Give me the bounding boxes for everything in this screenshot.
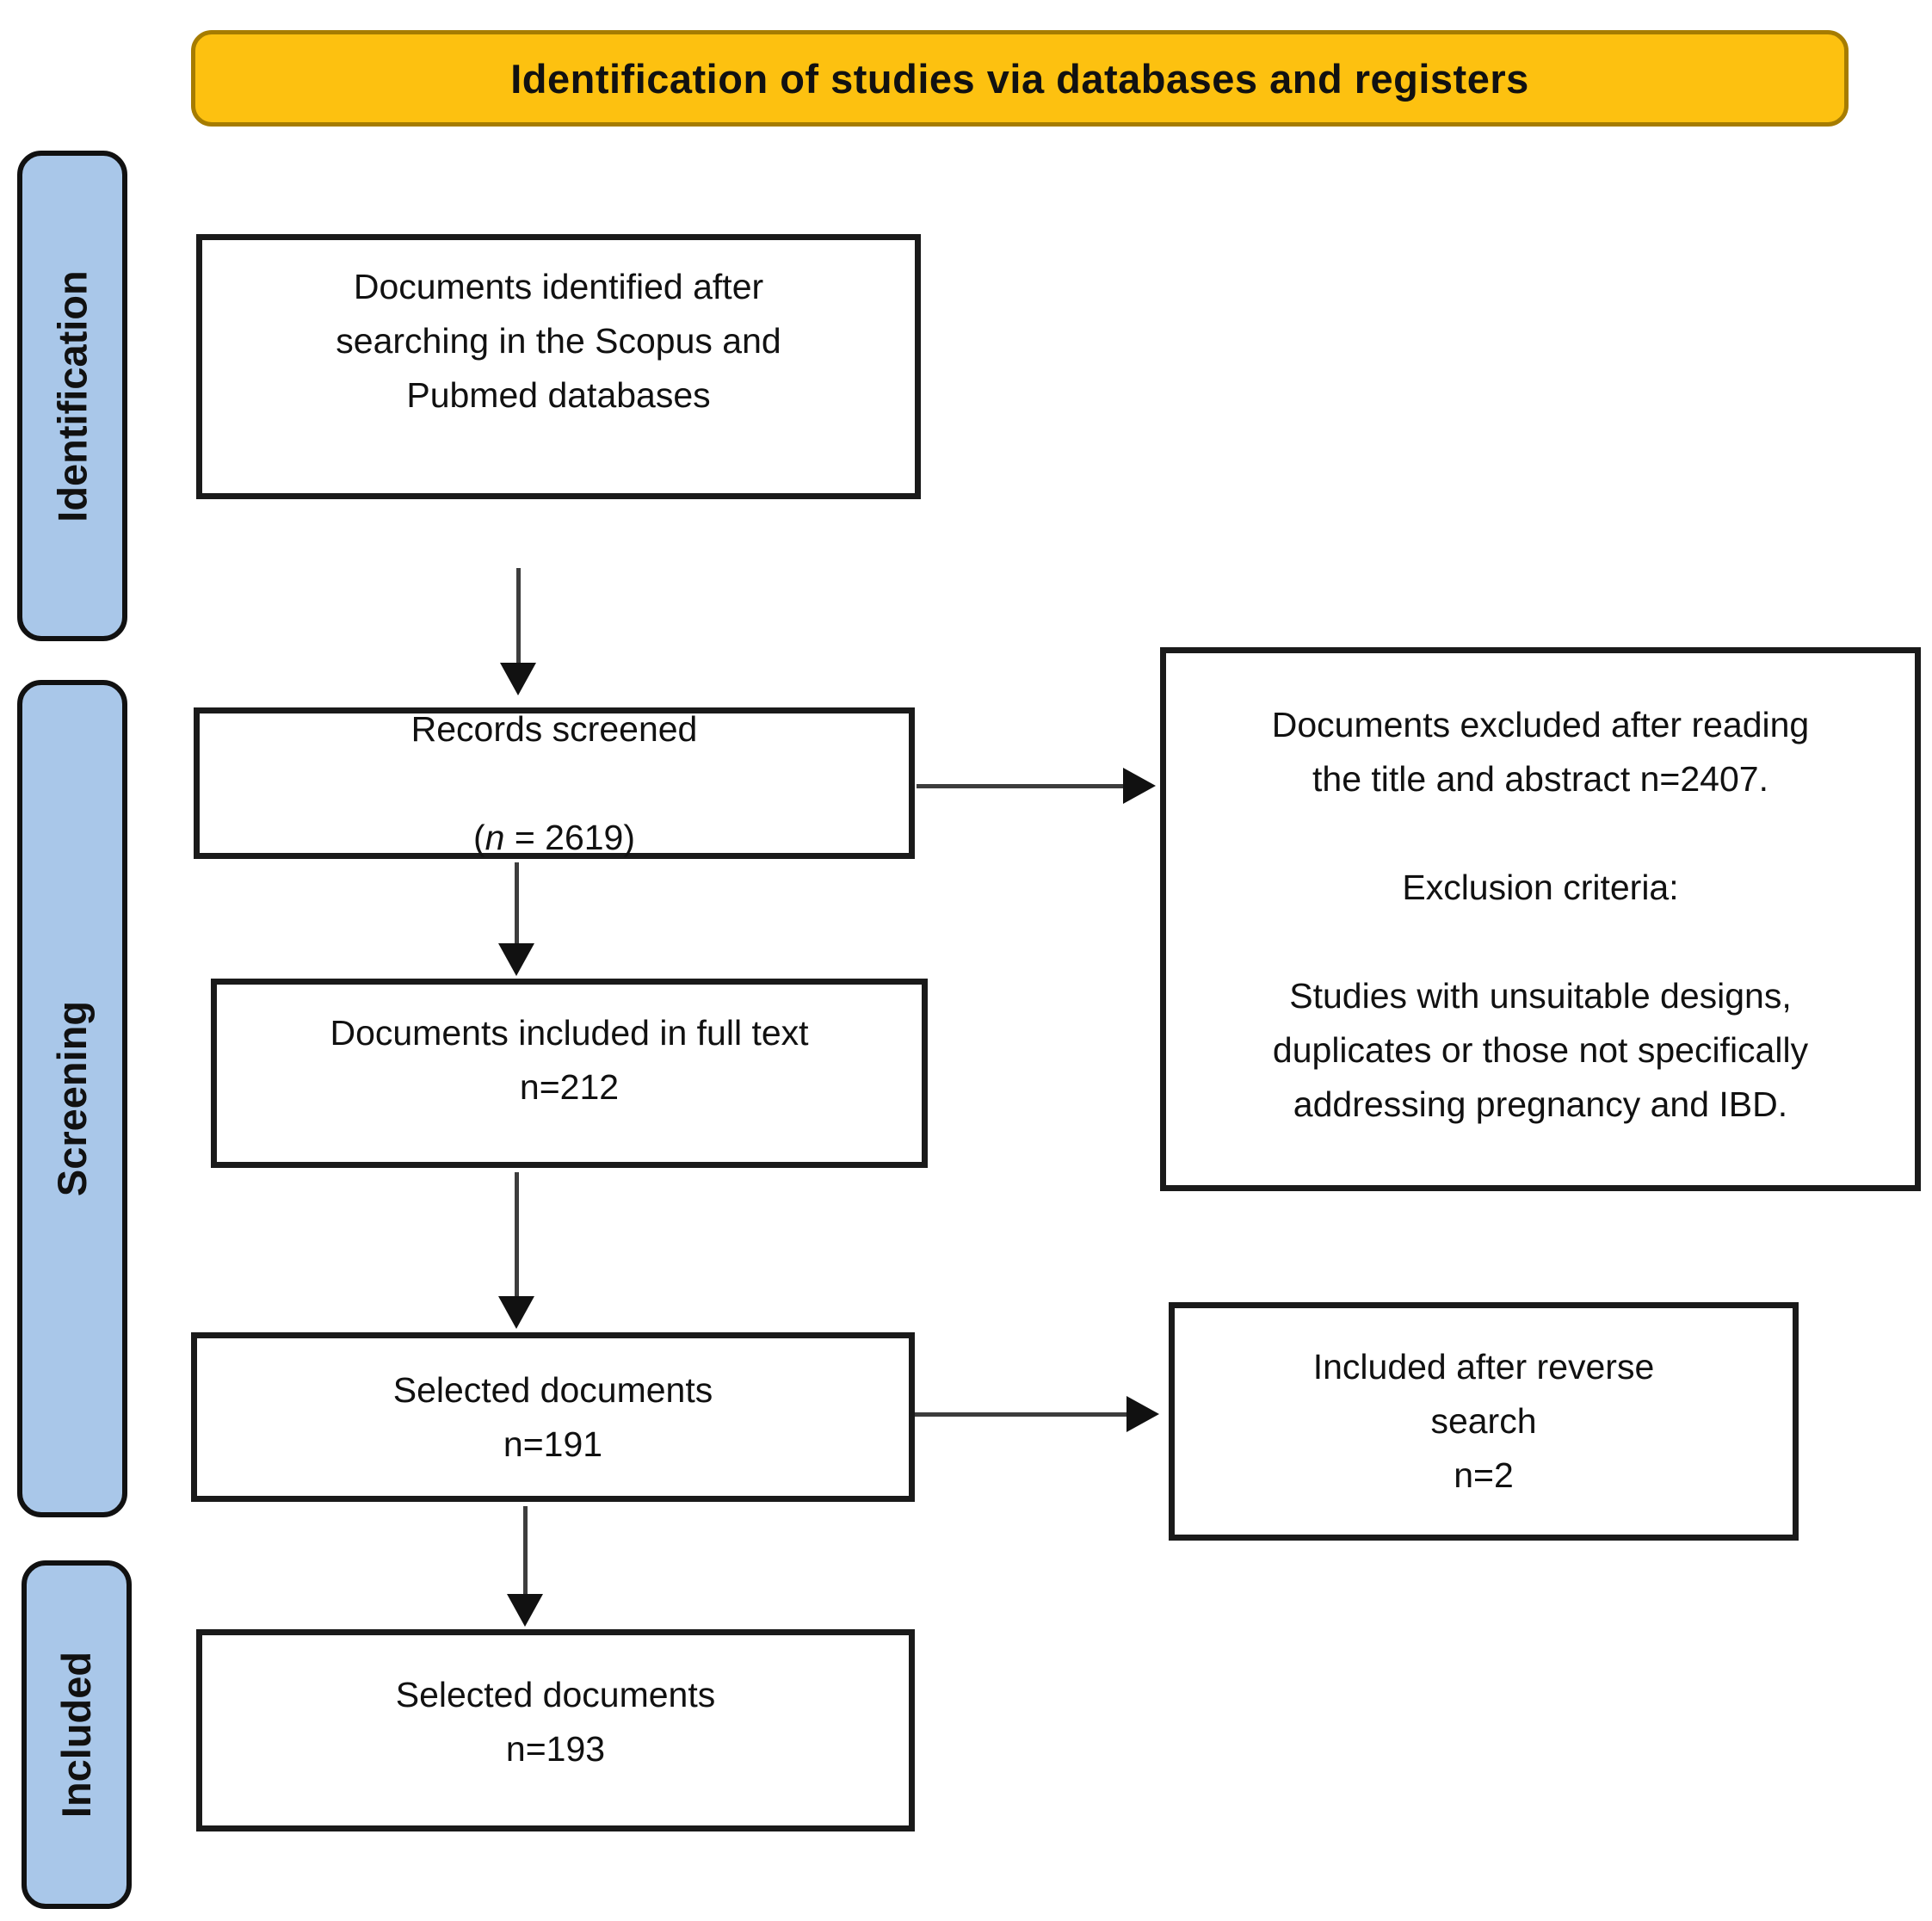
count-value: = 2619): [504, 817, 636, 857]
box-records-screened-text: Records screened (n = 2619): [411, 648, 698, 919]
arrow-identified-to-screened: [500, 568, 536, 695]
box-documents-full-text-text: Documents included in full text n=212: [330, 1013, 809, 1107]
stage-screening: Screening: [17, 680, 127, 1517]
arrow-screened-to-fulltext: [498, 862, 534, 976]
records-screened-count: (n = 2619): [411, 811, 698, 865]
box-included-reverse-search-text: Included after reverse search n=2: [1312, 1347, 1655, 1495]
stage-identification: Identification: [17, 151, 127, 641]
box-selected-documents-191-text: Selected documents n=191: [392, 1369, 713, 1464]
arrow-head-down-icon: [498, 1296, 534, 1329]
arrow-shaft: [514, 862, 519, 943]
count-n: n: [485, 817, 505, 857]
arrow-head-right-icon: [1123, 768, 1156, 804]
box-records-screened: Records screened (n = 2619): [194, 707, 915, 859]
arrow-shaft: [915, 1411, 1126, 1417]
arrow-selected-to-final: [507, 1506, 543, 1627]
arrow-head-down-icon: [500, 663, 536, 695]
arrow-selected-to-reverse-search: [915, 1396, 1159, 1432]
banner-identification-of-studies: Identification of studies via databases …: [191, 30, 1849, 127]
stage-screening-label: Screening: [49, 1000, 96, 1197]
count-paren-open: (: [472, 817, 485, 857]
box-documents-identified-text: Documents identified after searching in …: [336, 266, 781, 415]
box-documents-full-text: Documents included in full text n=212: [211, 979, 928, 1168]
arrow-head-right-icon: [1126, 1396, 1159, 1432]
arrow-shaft: [522, 1506, 528, 1594]
box-included-reverse-search: Included after reverse search n=2: [1169, 1302, 1799, 1541]
banner-title: Identification of studies via databases …: [510, 55, 1529, 102]
arrow-shaft: [514, 1172, 519, 1296]
stage-identification-label: Identification: [49, 269, 96, 522]
arrow-head-down-icon: [507, 1594, 543, 1627]
stage-included-label: Included: [53, 1651, 100, 1819]
box-documents-excluded: Documents excluded after reading the tit…: [1160, 647, 1921, 1191]
box-selected-documents-193: Selected documents n=193: [196, 1629, 915, 1831]
stage-included: Included: [22, 1560, 132, 1909]
arrow-shaft: [515, 568, 521, 663]
arrow-head-down-icon: [498, 943, 534, 976]
records-screened-line1: Records screened: [410, 708, 698, 749]
box-selected-documents-191: Selected documents n=191: [191, 1332, 915, 1502]
arrow-screened-to-excluded: [917, 768, 1156, 804]
box-documents-identified: Documents identified after searching in …: [196, 234, 921, 499]
box-selected-documents-193-text: Selected documents n=193: [395, 1674, 716, 1769]
box-documents-excluded-text: Documents excluded after reading the tit…: [1271, 705, 1810, 1124]
arrow-shaft: [917, 783, 1123, 788]
arrow-fulltext-to-selected: [498, 1172, 534, 1329]
